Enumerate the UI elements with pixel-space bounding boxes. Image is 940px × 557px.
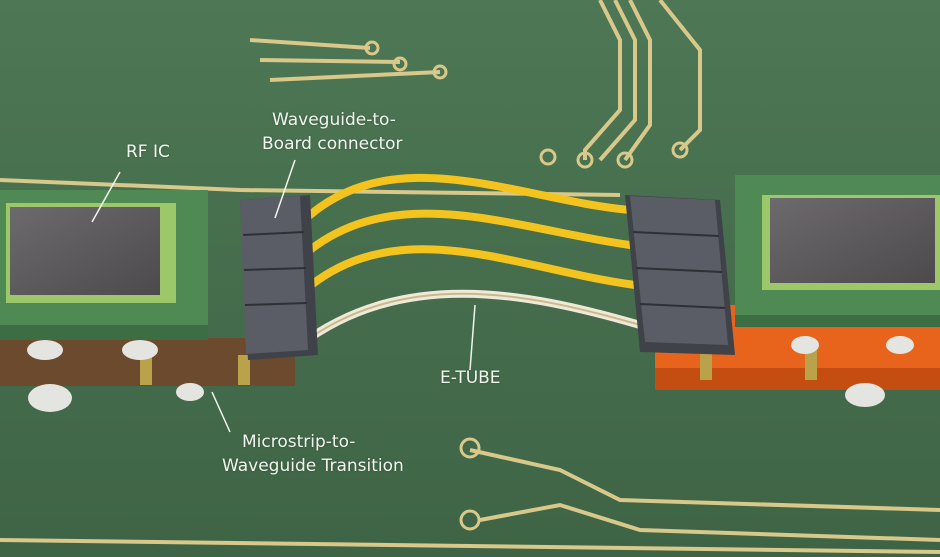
label-connector-line1: Waveguide-to- [272,110,396,130]
label-transition-line2: Waveguide Transition [222,456,404,476]
label-rf-ic: RF IC [126,142,170,162]
trace-vias [364,40,689,531]
right-connector [625,195,735,355]
label-etube: E-TUBE [440,368,501,388]
left-connector [240,195,318,360]
rf-ic-chip [10,207,160,295]
left-solder-balls [27,340,204,412]
right-ic-chip [770,198,935,283]
leader-lines [91,159,476,433]
right-solder-balls [791,336,914,407]
label-transition-line1: Microstrip-to- [242,432,356,452]
e-tubes [296,173,644,349]
label-connector-line2: Board connector [262,134,403,154]
